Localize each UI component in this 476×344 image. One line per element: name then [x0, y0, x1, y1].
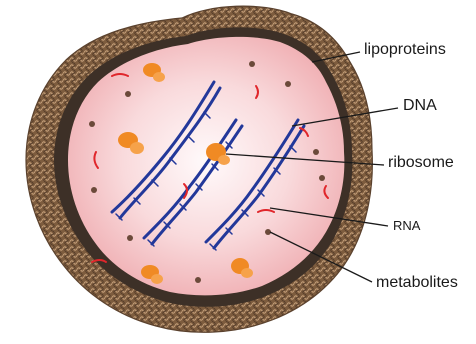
label-rna: RNA — [393, 219, 420, 232]
label-ribosome: ribosome — [388, 155, 454, 171]
label-dna: DNA — [403, 98, 437, 114]
label-lipoproteins: lipoproteins — [364, 42, 446, 58]
metabolite — [313, 149, 319, 155]
metabolite — [91, 187, 97, 193]
metabolite — [89, 121, 95, 127]
metabolite — [125, 91, 131, 97]
metabolite — [319, 175, 325, 181]
metabolite — [195, 277, 201, 283]
label-metabolites: metabolites — [376, 275, 458, 291]
metabolite — [127, 235, 133, 241]
metabolite — [285, 81, 291, 87]
metabolite — [249, 61, 255, 67]
